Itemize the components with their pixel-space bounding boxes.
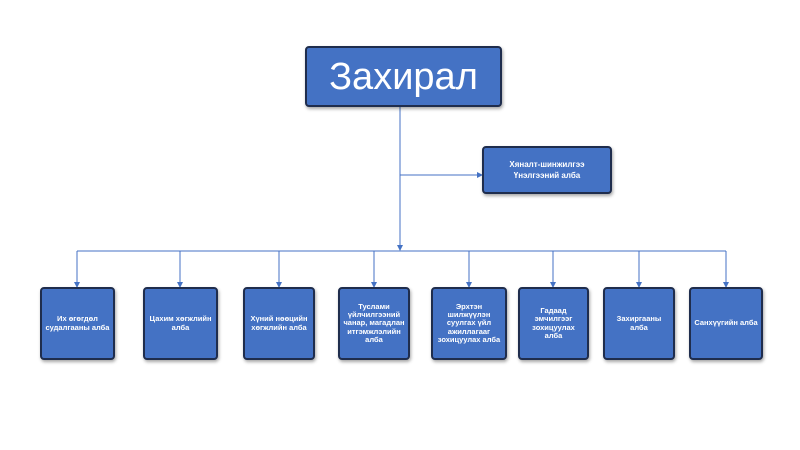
arrowhead-dept-6 (550, 282, 556, 288)
department-node-service-quality-accreditation: Туслами үйлчилгээний чанар, магадлан итг… (338, 287, 410, 360)
arrowhead-dept-7 (636, 282, 642, 288)
department-label: Захиргааны алба (616, 314, 662, 332)
department-node-human-resource-development: Хүний нөөцийн хөгжлийн алба (243, 287, 315, 360)
department-node-finance: Санхүүгийн алба (689, 287, 763, 360)
department-label: Эрхтэн шилжүүлэн суулгах үйл ажиллагааг … (437, 301, 501, 345)
department-label: Гадаад эмчилгээг зохицуулах алба (532, 305, 575, 340)
monitoring-evaluation-node: Хяналт-шинжилгээ Үнэлгээний алба (482, 146, 612, 194)
arrowhead-dept-3 (276, 282, 282, 288)
director-node: Захирал (305, 46, 502, 107)
director-label: Захирал (329, 55, 478, 98)
department-node-administration: Захиргааны алба (603, 287, 675, 360)
department-node-organ-transplant-coordination: Эрхтэн шилжүүлэн суулгах үйл ажиллагааг … (431, 287, 507, 360)
department-label: Цахим хөгжлийн алба (149, 314, 212, 332)
department-label: Туслами үйлчилгээний чанар, магадлан итг… (343, 301, 405, 345)
arrowhead-dept-8 (723, 282, 729, 288)
department-label: Их өгөгдөл судалгааны алба (45, 314, 110, 332)
department-label: Санхүүгийн алба (694, 318, 758, 328)
arrowhead-trunk (397, 245, 403, 251)
department-node-digital-development: Цахим хөгжлийн алба (143, 287, 218, 360)
arrowhead-dept-4 (371, 282, 377, 288)
department-label: Хүний нөөцийн хөгжлийн алба (250, 314, 308, 332)
arrowhead-side (477, 172, 483, 178)
monitoring-evaluation-label: Хяналт-шинжилгээ Үнэлгээний алба (509, 159, 585, 180)
arrowhead-dept-1 (74, 282, 80, 288)
department-node-big-data-research: Их өгөгдөл судалгааны алба (40, 287, 115, 360)
department-node-foreign-treatment-coordination: Гадаад эмчилгээг зохицуулах алба (518, 287, 589, 360)
arrowhead-dept-5 (466, 282, 472, 288)
arrowhead-dept-2 (177, 282, 183, 288)
